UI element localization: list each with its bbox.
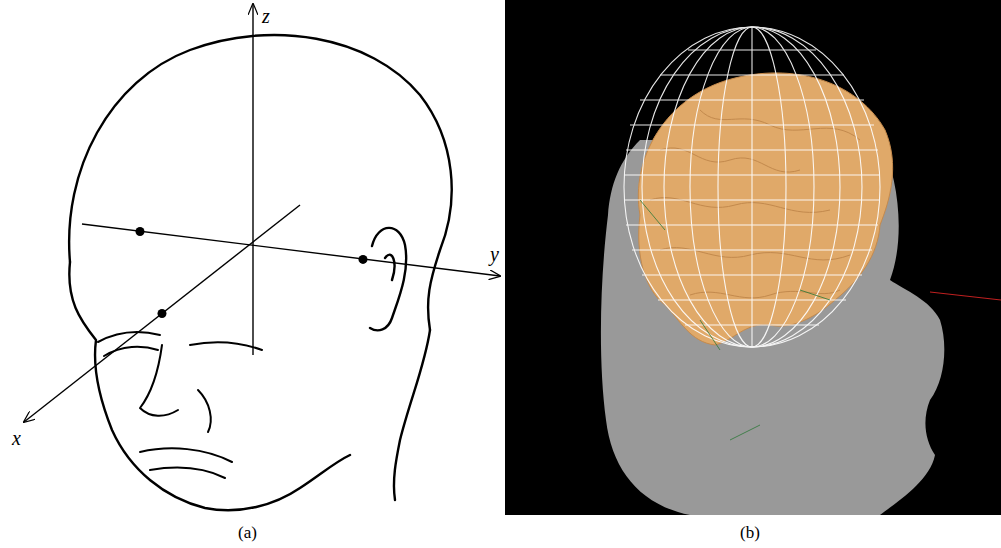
axis-label: x <box>12 428 21 448</box>
head-outline <box>69 35 452 510</box>
axis-label: z <box>262 6 270 26</box>
landmark-dots <box>136 227 368 318</box>
axis-label: y <box>490 244 499 264</box>
axes <box>24 4 500 422</box>
panel-label: (b) <box>740 524 760 541</box>
panel-label: (a) <box>238 524 257 541</box>
wireframe-sphere <box>624 27 880 347</box>
render-panel <box>505 0 1001 515</box>
